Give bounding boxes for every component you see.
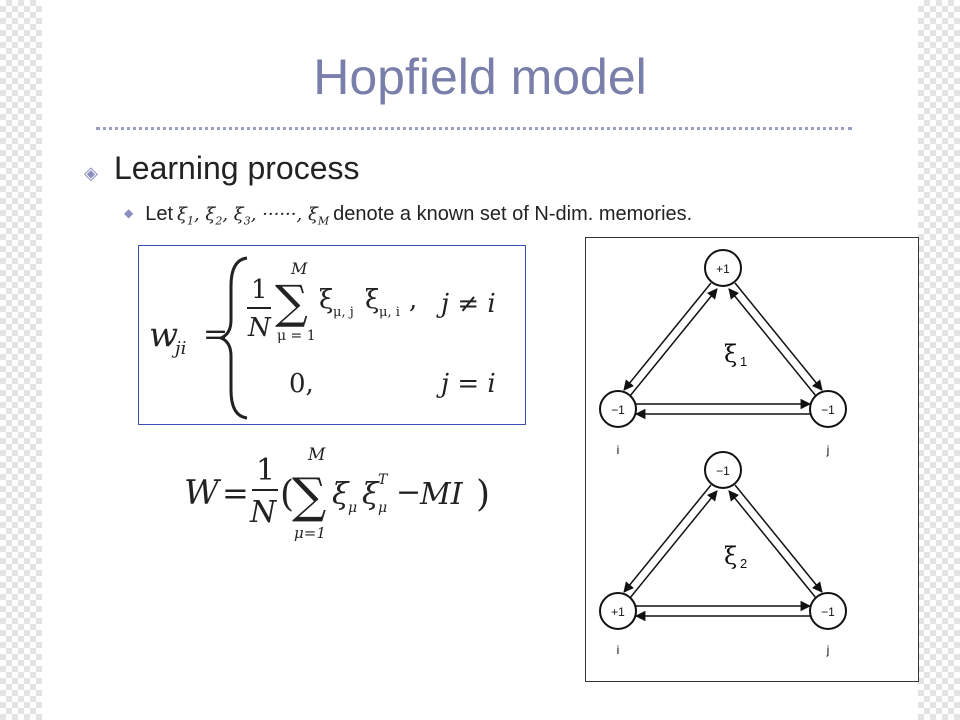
- slide-title: Hopfield model: [313, 49, 647, 105]
- node-left-1-label: −1: [611, 403, 625, 417]
- node-right-2-label: −1: [821, 605, 835, 619]
- eq2-equals: =: [222, 474, 249, 512]
- node-top-1-label: +1: [716, 262, 730, 276]
- weight-equation: w ji = 1 N M ∑ μ = 1 ξ μ, j ξ μ, i , j ≠…: [149, 256, 496, 420]
- small-diamond-bullet-icon: ◆: [124, 206, 134, 220]
- node-right-2: [809, 592, 847, 630]
- node-left-2: [599, 592, 637, 630]
- xi1-sub: 1: [740, 354, 747, 369]
- right-border-pattern: [918, 0, 960, 720]
- node-j-2-label: j: [826, 643, 830, 657]
- node-left-1: [599, 390, 637, 428]
- eq1-lhs-sub: ji: [171, 338, 186, 359]
- eq1-frac-num: 1: [251, 275, 268, 305]
- node-left-2-label: +1: [611, 605, 625, 619]
- eq2-close-paren: ): [476, 474, 490, 515]
- eq2-xi-1: ξ: [332, 477, 350, 512]
- network-xi1: +1 −1 −1 i j ξ 1: [599, 249, 847, 457]
- eq1-xi-2-sub: μ, i: [379, 305, 400, 320]
- eq2-xi-1-sub: μ: [348, 500, 357, 516]
- xi-sequence: ξ1, ξ2, ξ3, ······, ξM: [177, 204, 330, 228]
- network-xi2: −1 +1 −1 i j ξ 2: [599, 451, 847, 657]
- bullet2-prefix: Let: [145, 203, 174, 225]
- eq1-zero: 0,: [289, 369, 314, 399]
- title-divider: [96, 127, 852, 130]
- node-right-1: [809, 390, 847, 428]
- eq1-frac-den: N: [247, 313, 272, 343]
- left-border-pattern: [0, 0, 42, 720]
- eq2-open-paren: (: [280, 474, 294, 515]
- eq1-cond2: j = i: [436, 369, 496, 399]
- weight-equation-box: w ji = 1 N M ∑ μ = 1 ξ μ, j ξ μ, i , j ≠…: [138, 245, 526, 425]
- bullet-learning-process: ◈ Learning process: [84, 150, 359, 187]
- eq2-MI: MI: [419, 477, 464, 512]
- eq1-xi-2: ξ: [365, 285, 379, 315]
- eq2-frac-num: 1: [256, 453, 275, 488]
- xi2-sub: 2: [740, 556, 747, 571]
- eq2-lhs: W: [184, 473, 222, 513]
- eq2-frac-den: N: [249, 495, 278, 530]
- matrix-equation: W = 1 N ( M ∑ μ=1 ξ μ ξ T μ − MI ): [184, 445, 490, 542]
- eq1-xi-1: ξ: [319, 285, 333, 315]
- eq1-xi-1-sub: μ, j: [333, 305, 354, 320]
- hopfield-network-diagram: +1 −1 −1 i j ξ 1 −1 +1 −1: [585, 237, 919, 682]
- bullet2-suffix: denote a known set of N-dim. memories.: [333, 203, 693, 225]
- node-top-2: [704, 451, 742, 489]
- eq1-sum-bottom: μ = 1: [277, 328, 316, 344]
- eq1-lhs: w: [149, 315, 178, 355]
- eq1-sum-top: M: [290, 259, 308, 278]
- xi2-symbol: ξ: [724, 542, 737, 570]
- node-right-1-label: −1: [821, 403, 835, 417]
- eq1-sum: ∑: [275, 275, 308, 329]
- node-top-2-label: −1: [716, 464, 730, 478]
- eq2-sum: ∑: [292, 468, 326, 524]
- eq1-brace: [216, 256, 248, 420]
- xi1-symbol: ξ: [724, 340, 737, 368]
- eq2-xi-2-sub: μ: [378, 500, 387, 516]
- eq2-minus: −: [396, 475, 421, 510]
- node-top-1: [704, 249, 742, 287]
- diamond-bullet-icon: ◈: [84, 162, 98, 183]
- eq1-equals: =: [203, 317, 228, 352]
- eq1-comma: ,: [409, 285, 417, 315]
- node-i-2-label: i: [617, 643, 620, 657]
- eq2-xi-2-sup: T: [378, 472, 389, 488]
- node-i-1-label: i: [617, 443, 620, 457]
- bullet1-text: Learning process: [114, 150, 360, 186]
- eq1-cond1: j ≠ i: [436, 289, 496, 319]
- eq2-sum-bottom: μ=1: [294, 524, 326, 542]
- eq2-xi-2: ξ: [362, 477, 380, 512]
- eq2-sum-top: M: [307, 445, 326, 465]
- node-j-1-label: j: [826, 443, 830, 457]
